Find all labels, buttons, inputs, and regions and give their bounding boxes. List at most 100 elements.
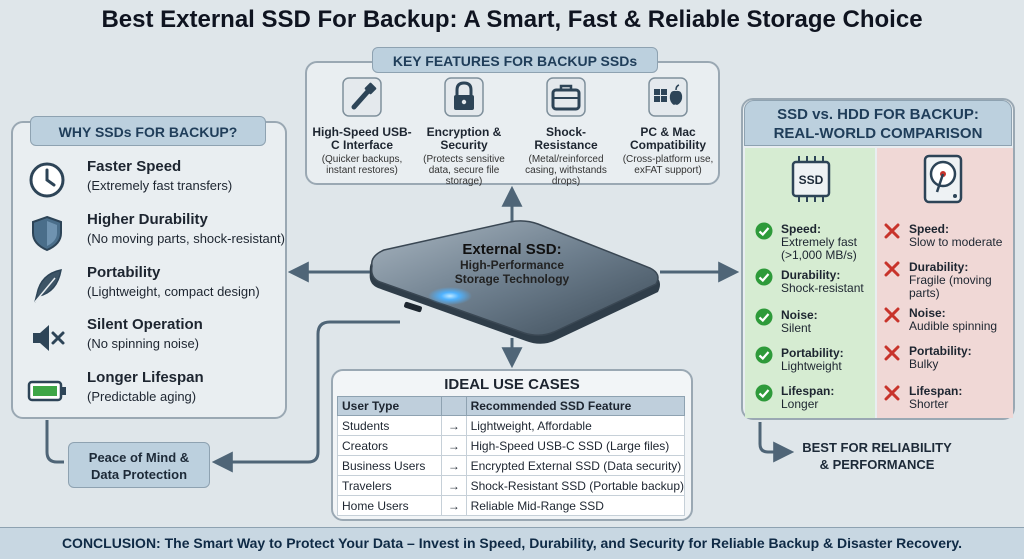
why-title: Silent Operation — [87, 316, 203, 333]
feature-cell: Lightweight, Affordable — [465, 415, 686, 436]
center-subtitle-1: High-Performance — [459, 258, 565, 272]
why-desc: (Lightweight, compact design) — [87, 284, 260, 299]
feature-shock: Shock-Resistance (Metal/reinforced casin… — [515, 77, 617, 187]
ssd-label: Portability: — [781, 346, 844, 360]
feature-desc: (Metal/reinforced casing, withstands dro… — [525, 154, 607, 187]
shield-icon — [32, 215, 62, 252]
table-row: Home Users → Reliable Mid-Range SSD — [336, 495, 686, 516]
ssd-chip-label: SSD — [799, 173, 824, 187]
feature-cell: Encrypted External SSD (Data security) — [465, 455, 686, 476]
feature-cell: Shock-Resistant SSD (Portable backup) — [465, 475, 686, 496]
feature-encryption: Encryption & Security (Protects sensitiv… — [413, 77, 515, 187]
check-icon — [755, 268, 773, 286]
center-title: External SSD: — [462, 241, 562, 258]
table-header-row: User Type Recommended SSD Feature — [336, 396, 686, 416]
user-type-cell: Travelers — [336, 475, 443, 496]
feature-title: PC & Mac Compatibility — [629, 125, 706, 152]
ssd-value: Shock-resistant — [781, 281, 864, 295]
usb-icon — [342, 77, 382, 117]
ssd-column: SSD Speed: Extremely fast (>1,000 MB/s) … — [745, 148, 875, 418]
windows-apple-icon — [648, 77, 688, 117]
hdd-column: Speed: Slow to moderate Durability: Frag… — [877, 148, 1013, 418]
best-line-2: & PERFORMANCE — [819, 457, 935, 472]
comparison-header-line-2: REAL-WORLD COMPARISON — [773, 125, 983, 142]
cross-icon — [884, 307, 900, 323]
feature-desc: (Quicker backups, instant restores) — [321, 154, 403, 176]
hdd-value: Audible spinning — [909, 319, 998, 333]
why-title: Faster Speed — [87, 158, 182, 175]
why-ssds-header: WHY SSDs FOR BACKUP? — [30, 116, 266, 146]
hdd-label: Durability: — [909, 260, 969, 274]
arrow-icon: → — [441, 455, 467, 476]
cross-icon — [884, 261, 900, 277]
key-features-header: KEY FEATURES FOR BACKUP SSDs — [372, 47, 658, 73]
cross-icon — [884, 223, 900, 239]
use-cases-table: User Type Recommended SSD Feature Studen… — [336, 396, 686, 516]
why-desc: (Predictable aging) — [87, 389, 197, 404]
table-row: Students → Lightweight, Affordable — [336, 415, 686, 436]
col-arrow — [441, 396, 467, 416]
why-item-durability: Higher Durability (No moving parts, shoc… — [25, 209, 295, 257]
user-type-cell: Students — [336, 415, 443, 436]
col-user-type: User Type — [336, 396, 443, 416]
comparison-header-line-1: SSD vs. HDD FOR BACKUP: — [777, 106, 979, 123]
check-icon — [755, 308, 773, 326]
feature-title: High-Speed USB-C Interface — [312, 125, 412, 152]
feature-cell: Reliable Mid-Range SSD — [465, 495, 686, 516]
user-type-cell: Creators — [336, 435, 443, 456]
user-type-cell: Home Users — [336, 495, 443, 516]
comparison-header: SSD vs. HDD FOR BACKUP: REAL-WORLD COMPA… — [744, 100, 1012, 146]
clock-icon — [29, 162, 65, 198]
center-label: External SSD: High-Performance Storage T… — [437, 241, 587, 286]
hdd-value: Shorter — [909, 397, 949, 411]
conclusion-bar: CONCLUSION: The Smart Way to Protect You… — [0, 527, 1024, 559]
peace-of-mind-box: Peace of Mind & Data Protection — [68, 442, 210, 488]
why-item-silent: Silent Operation (No spinning noise) — [25, 314, 295, 362]
hdd-value: Fragile (moving parts) — [909, 273, 992, 300]
ssd-value: Extremely fast (>1,000 MB/s) — [781, 235, 858, 262]
feature-title: Shock-Resistance — [534, 125, 598, 152]
cross-icon — [884, 345, 900, 361]
peace-line-1: Peace of Mind & — [88, 450, 190, 465]
ssd-chip-icon: SSD — [791, 156, 831, 202]
why-item-portability: Portability (Lightweight, compact design… — [25, 262, 295, 310]
check-icon — [755, 346, 773, 364]
battery-icon — [27, 380, 66, 402]
arrow-icon: → — [441, 495, 467, 516]
key-features-panel: High-Speed USB-C Interface (Quicker back… — [305, 61, 720, 187]
feature-compat: PC & Mac Compatibility (Cross-platform u… — [617, 77, 719, 176]
why-title: Higher Durability — [87, 211, 208, 228]
hdd-label: Speed: — [909, 222, 950, 236]
mute-icon — [33, 325, 65, 351]
why-ssds-panel: Faster Speed (Extremely fast transfers) … — [11, 121, 287, 419]
feature-title: Encryption & Security — [426, 125, 502, 152]
center-subtitle: High-Performance Storage Technology — [437, 258, 587, 286]
table-row: Business Users → Encrypted External SSD … — [336, 455, 686, 476]
table-row: Creators → High-Speed USB-C SSD (Large f… — [336, 435, 686, 456]
feature-cell: High-Speed USB-C SSD (Large files) — [465, 435, 686, 456]
why-title: Longer Lifespan — [87, 369, 204, 386]
ssd-label: Speed: — [781, 222, 822, 236]
case-icon — [546, 77, 586, 117]
ssd-value: Lightweight — [781, 359, 842, 373]
why-item-speed: Faster Speed (Extremely fast transfers) — [25, 156, 295, 204]
table-row: Travelers → Shock-Resistant SSD (Portabl… — [336, 475, 686, 496]
hdd-icon — [923, 154, 963, 204]
ssd-label: Noise: — [781, 308, 818, 322]
check-icon — [755, 222, 773, 240]
center-subtitle-2: Storage Technology — [454, 272, 570, 286]
hdd-label: Portability: — [909, 344, 972, 358]
why-desc: (No moving parts, shock-resistant) — [87, 231, 285, 246]
ssd-value: Longer — [781, 397, 819, 411]
arrow-icon: → — [441, 475, 467, 496]
arrow-icon: → — [441, 415, 467, 436]
col-feature: Recommended SSD Feature — [465, 396, 686, 416]
ssd-label: Lifespan: — [781, 384, 835, 398]
user-type-cell: Business Users — [336, 455, 443, 476]
feature-usb-c: High-Speed USB-C Interface (Quicker back… — [311, 77, 413, 176]
hdd-label: Lifespan: — [909, 384, 963, 398]
lock-icon — [444, 77, 484, 117]
feature-desc: (Protects sensitive data, secure file st… — [423, 154, 505, 187]
feather-icon — [34, 269, 62, 303]
peace-line-2: Data Protection — [90, 467, 188, 482]
